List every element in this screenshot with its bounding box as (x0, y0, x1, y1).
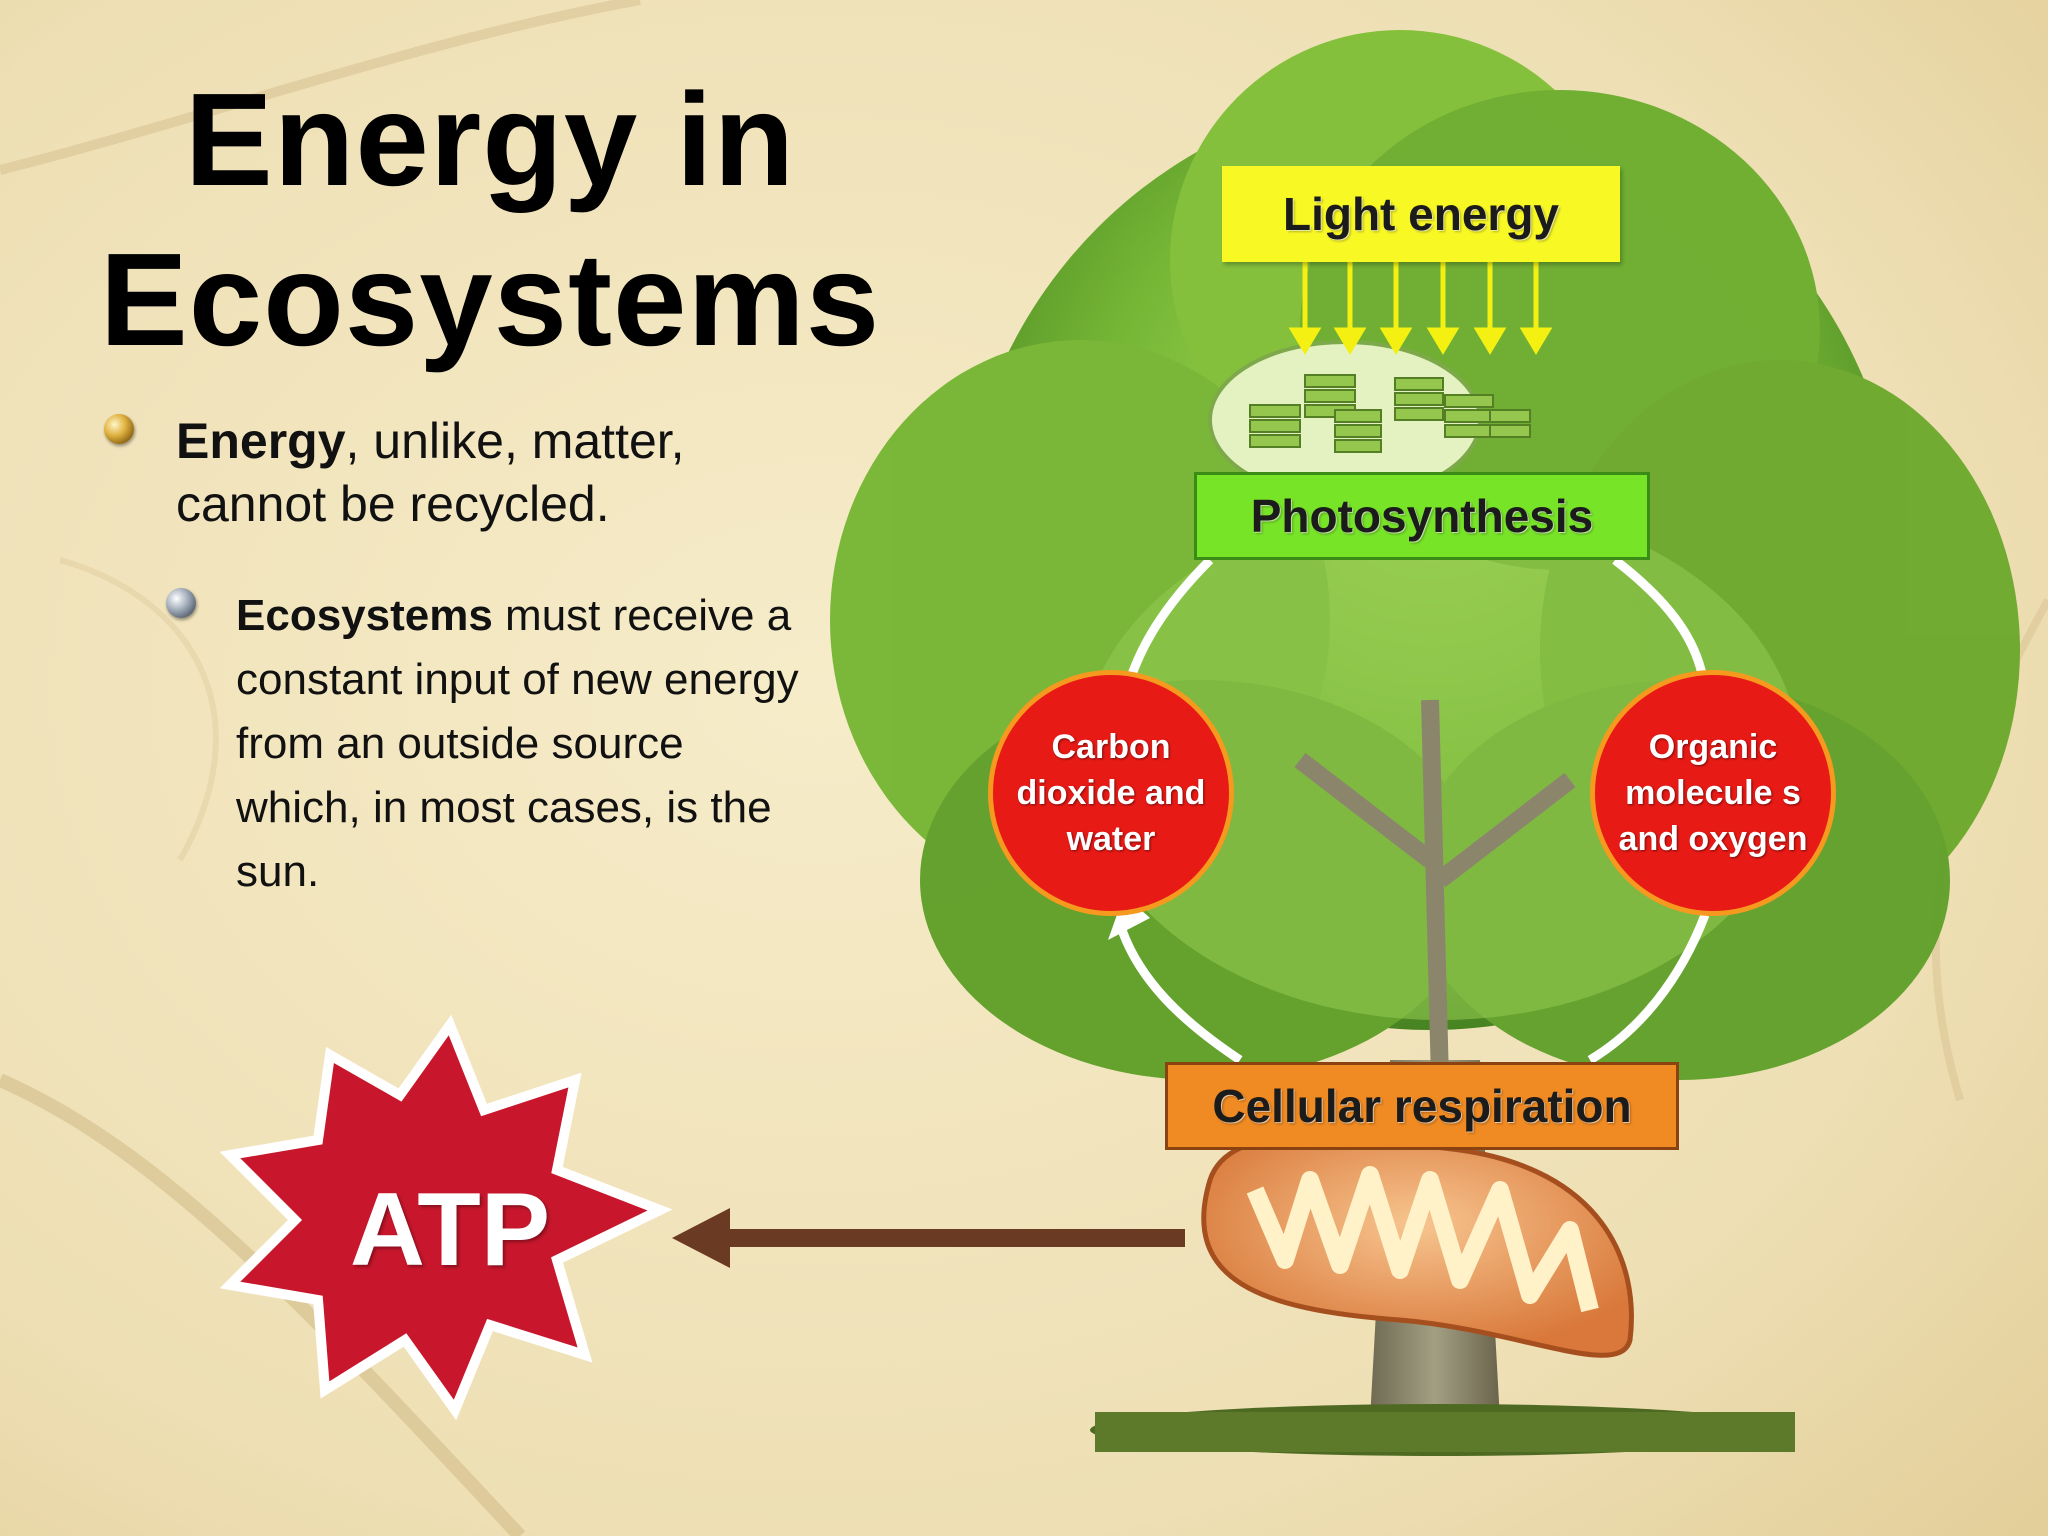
grey-bullet-icon (166, 588, 196, 618)
left-circle-text: Carbon dioxide and water (1016, 728, 1206, 858)
bullet-1-text: Energy, unlike, matter, cannot be recycl… (176, 410, 816, 536)
atp-star-icon (219, 1014, 673, 1421)
carbon-dioxide-water-circle: Carbon dioxide and water (988, 670, 1234, 916)
title-line-2: Ecosystems (99, 226, 881, 373)
bullet-2-rest: must receive a constant input of new ene… (236, 591, 799, 896)
slide-title: Energy in Ecosystems (40, 60, 940, 380)
gold-bullet-icon (104, 414, 134, 444)
bullet-1-bold: Energy (176, 413, 346, 469)
bullet-2-bold: Ecosystems (236, 591, 493, 640)
bullet-1-rest: , unlike, matter, cannot be recycled. (176, 413, 685, 532)
atp-label: ATP (349, 1172, 551, 1288)
chloroplast-icon (1208, 340, 1531, 500)
right-circle-text: Organic molecule s and oxygen (1618, 728, 1808, 858)
atp-arrow-icon (672, 1208, 1185, 1268)
bullet-2-text: Ecosystems must receive a constant input… (236, 584, 816, 904)
title-line-1: Energy in (184, 66, 796, 213)
light-energy-label: Light energy (1222, 166, 1620, 262)
cellular-respiration-label: Cellular respiration (1165, 1062, 1679, 1150)
photosynthesis-label: Photosynthesis (1194, 472, 1650, 560)
organic-molecules-oxygen-circle: Organic molecule s and oxygen (1590, 670, 1836, 916)
arrow-left-head-icon (1108, 895, 1150, 940)
light-arrows-icon (1288, 262, 1553, 355)
